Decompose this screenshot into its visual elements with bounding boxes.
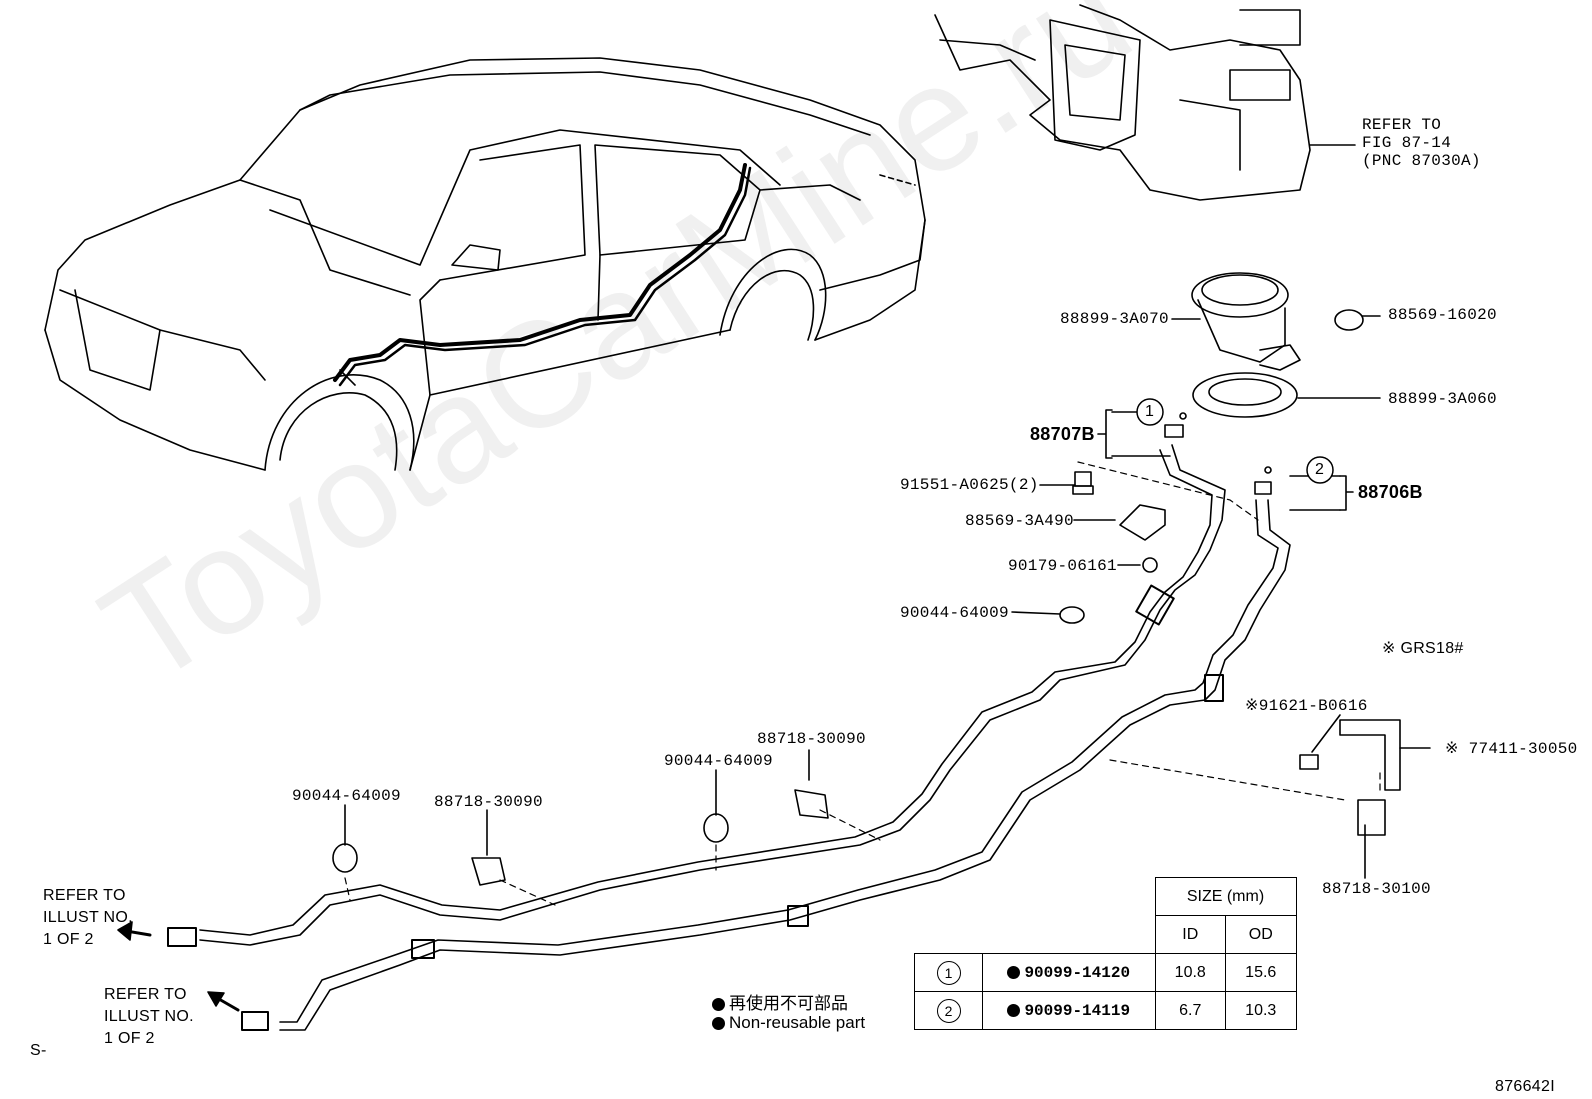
part-label-88899-3a060: 88899-3A060 (1388, 390, 1497, 408)
size-table-col-id: ID (1154, 915, 1226, 954)
refer-illust-1: REFER TO ILLUST NO. 1 OF 2 (43, 885, 133, 951)
legend-jp: 再使用不可部品 (712, 989, 848, 1014)
hose-clamp-c-illustration (703, 813, 729, 843)
row-od: 15.6 (1225, 953, 1297, 992)
part-label-88569-16020: 88569-16020 (1388, 306, 1497, 324)
row-number: 2 (936, 998, 961, 1023)
bracket-bolt-illustration (1299, 754, 1319, 770)
part-label-77411-30050: ※ 77411-30050 (1445, 740, 1578, 758)
legend-en-text: Non-reusable part (729, 1013, 866, 1032)
row-id: 6.7 (1154, 991, 1226, 1030)
hose-clamp-a-illustration (1059, 606, 1085, 624)
size-table-header: SIZE (mm) (1154, 877, 1297, 916)
hose-clip-illustration (1119, 504, 1166, 541)
non-reusable-dot-icon (1007, 1003, 1021, 1017)
bracket-illustration (1339, 719, 1401, 791)
washer-tank-illustration (934, 4, 1311, 201)
part-label-88718-30090-b: 88718-30090 (757, 730, 866, 748)
washer-hose-1 (199, 444, 1226, 946)
size-table: SIZE (mm) ID OD 1 90099-14120 10.8 15.6 … (914, 877, 1297, 1030)
hose-clamp-clip-c-illustration (1357, 799, 1386, 836)
grs-note: ※ GRS18# (1382, 640, 1464, 657)
part-label-90044-64009-b: 90044-64009 (292, 787, 401, 805)
part-label-88569-3a490: 88569-3A490 (965, 512, 1074, 530)
refer-fig-line1: REFER TO (1362, 116, 1442, 134)
hose-clamp-clip-b-illustration (794, 789, 829, 819)
car-illustration (44, 57, 926, 471)
size-table-col-od: OD (1225, 915, 1297, 954)
refer-fig-label: REFER TO FIG 87-14 (PNC 87030A) (1362, 116, 1481, 170)
callout-2-label: 2 (1315, 461, 1325, 478)
part-label-91621-b0616: ※91621-B0616 (1245, 697, 1368, 715)
part-label-90179-06161: 90179-06161 (1008, 557, 1117, 575)
hose-clamp-illustration (1334, 309, 1364, 331)
hose-clamp-b-illustration (332, 843, 358, 873)
part-label-88718-30090-a: 88718-30090 (434, 793, 543, 811)
table-row: 2 90099-14119 6.7 10.3 (914, 991, 1297, 1030)
car-hose-route (333, 163, 747, 382)
part-label-90044-64009-a: 90044-64009 (900, 604, 1009, 622)
refer-fig-line2: FIG 87-14 (1362, 134, 1452, 152)
filler-neck-illustration (1191, 272, 1301, 371)
part-label-90044-64009-c: 90044-64009 (664, 752, 773, 770)
refer-illust-1-line2: ILLUST NO. (43, 909, 133, 926)
row-number: 1 (936, 960, 961, 985)
refer-illust-2-line2: ILLUST NO. (104, 1008, 194, 1025)
row-id: 10.8 (1154, 953, 1226, 992)
refer-illust-2: REFER TO ILLUST NO. 1 OF 2 (104, 984, 194, 1050)
bolt-illustration (1072, 471, 1094, 495)
part-label-88718-30100: 88718-30100 (1322, 880, 1431, 898)
refer-fig-line3: (PNC 87030A) (1362, 152, 1481, 170)
legend-dot-icon (712, 1017, 725, 1031)
part-label-91551-a0625: 91551-A0625(2) (900, 476, 1039, 494)
illustration-id: 876642I (1495, 1078, 1555, 1095)
refer-illust-1-line3: 1 OF 2 (43, 931, 94, 948)
part-label-88706b: 88706B (1358, 482, 1423, 502)
refer-illust-2-line1: REFER TO (104, 986, 187, 1003)
legend-en: Non-reusable part (712, 1013, 865, 1033)
row-part-number: 90099-14119 (1024, 1001, 1131, 1020)
non-reusable-dot-icon (1007, 965, 1021, 979)
callout-1-label: 1 (1145, 403, 1155, 420)
part-label-88899-3a070: 88899-3A070 (1060, 310, 1169, 328)
part-label-88707b: 88707B (1030, 424, 1095, 444)
row-od: 10.3 (1225, 991, 1297, 1030)
hose-clamp-clip-a-illustration (471, 857, 506, 886)
corner-left-text: S- (30, 1042, 47, 1059)
nut-illustration (1142, 557, 1158, 573)
table-row: 1 90099-14120 10.8 15.6 (914, 953, 1297, 992)
refer-illust-1-line1: REFER TO (43, 887, 126, 904)
legend-jp-text: 再使用不可部品 (729, 994, 848, 1013)
row-part-number: 90099-14120 (1024, 963, 1131, 982)
legend-dot-icon (712, 998, 725, 1012)
refer-illust-2-line3: 1 OF 2 (104, 1030, 155, 1047)
inlet-base-illustration (1192, 372, 1298, 418)
